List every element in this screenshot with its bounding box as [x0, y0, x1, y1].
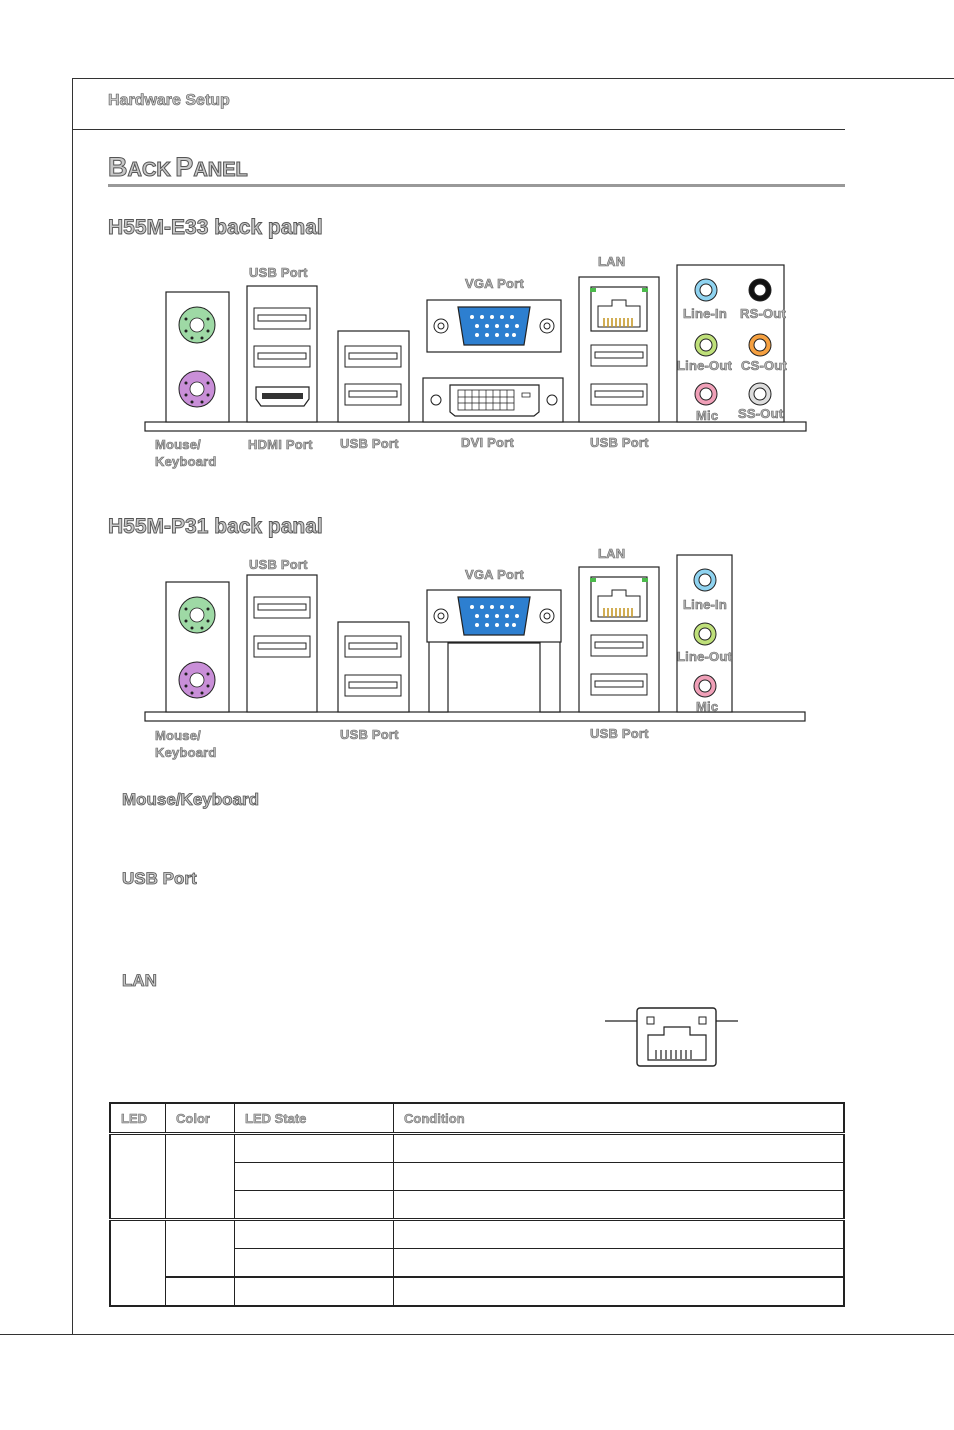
panel1-label-hdmi: HDMI Port	[248, 437, 313, 453]
panel1-label-mic: Mic	[696, 408, 719, 424]
table-cell	[165, 1276, 235, 1307]
table-cell	[234, 1190, 394, 1220]
table-cell	[234, 1162, 394, 1191]
ps2-keyboard-port	[178, 370, 216, 408]
table-cell	[109, 1219, 166, 1307]
lan-led-diagram	[605, 1007, 738, 1067]
lan-port	[590, 286, 648, 332]
panel1-title: H55M-E33 back panal	[108, 216, 324, 240]
table-cell	[393, 1133, 845, 1163]
panel1-label-usb-bottom2: USB Port	[590, 435, 649, 451]
panel2-label-lan: LAN	[598, 546, 626, 562]
table-cell	[393, 1219, 845, 1249]
panel2-label-line-in: Line-In	[683, 597, 728, 613]
table-cell	[165, 1219, 235, 1278]
panel1-label-dvi: DVI Port	[461, 435, 514, 451]
panel2-label-mic: Mic	[696, 699, 719, 715]
left-margin-rule	[72, 78, 73, 1334]
table-row	[109, 1133, 845, 1220]
table-cell	[393, 1162, 845, 1191]
table-cell	[109, 1133, 166, 1220]
panel1-label-line-in: Line-In	[683, 306, 728, 322]
audio-jacks	[694, 278, 772, 406]
th-led: LED	[109, 1102, 166, 1134]
panel2-label-keyboard: Keyboard	[155, 745, 217, 761]
bottom-rule	[0, 1334, 954, 1335]
section-heading-mouse-keyboard: Mouse/Keyboard	[122, 790, 260, 810]
table-row	[110, 1276, 845, 1307]
page-title: BACK PANEL	[108, 152, 249, 183]
header-rule	[72, 129, 845, 130]
table-row	[109, 1219, 845, 1307]
table-header-row: LED Color LED State Condition	[109, 1102, 845, 1134]
panel2-label-vga: VGA Port	[465, 567, 524, 583]
panel2-back-panel-illustration	[144, 554, 806, 722]
panel1-label-rs-out: RS-Out	[740, 306, 786, 322]
panel1-label-keyboard: Keyboard	[155, 454, 217, 470]
panel2-label-usb-bottom1: USB Port	[340, 727, 399, 743]
usb-port	[253, 307, 311, 368]
vga-port	[433, 306, 555, 346]
panel1-label-mouse: Mouse/	[155, 437, 201, 453]
led-table: LED Color LED State Condition	[109, 1102, 845, 1307]
panel1-label-vga: VGA Port	[465, 276, 524, 292]
running-header: Hardware Setup	[108, 92, 230, 110]
panel2-label-line-out: Line-Out	[677, 649, 733, 665]
dvi-port	[430, 384, 558, 417]
section-heading-lan: LAN	[122, 971, 158, 991]
panel2-label-usb-bottom2: USB Port	[590, 726, 649, 742]
panel1-label-line-out: Line-Out	[677, 358, 733, 374]
section-heading-usb-port: USB Port	[122, 869, 197, 889]
ps2-mouse-port	[178, 306, 216, 344]
table-cell	[234, 1276, 394, 1307]
panel2-label-usb-top: USB Port	[249, 557, 308, 573]
panel2-title: H55M-P31 back panal	[108, 515, 324, 539]
table-row	[110, 1162, 845, 1191]
table-cell	[393, 1276, 845, 1307]
panel1-label-lan: LAN	[598, 254, 626, 270]
table-cell	[234, 1248, 394, 1278]
table-cell	[165, 1133, 235, 1220]
panel1-label-cs-out: CS-Out	[741, 358, 787, 374]
table-cell	[393, 1248, 845, 1278]
panel1-label-usb-top: USB Port	[249, 265, 308, 281]
th-led-state: LED State	[234, 1102, 394, 1134]
panel1-label-ss-out: SS-Out	[738, 406, 784, 422]
table-cell	[393, 1190, 845, 1220]
panel1-label-usb-bottom1: USB Port	[340, 436, 399, 452]
top-rule	[72, 78, 954, 79]
title-underline	[108, 184, 845, 187]
hdmi-port	[255, 386, 310, 407]
th-color: Color	[165, 1102, 235, 1134]
panel2-label-mouse: Mouse/	[155, 728, 201, 744]
panel1-back-panel-illustration	[144, 264, 807, 432]
th-condition: Condition	[393, 1102, 845, 1134]
table-cell	[234, 1133, 394, 1163]
table-cell	[234, 1219, 394, 1249]
